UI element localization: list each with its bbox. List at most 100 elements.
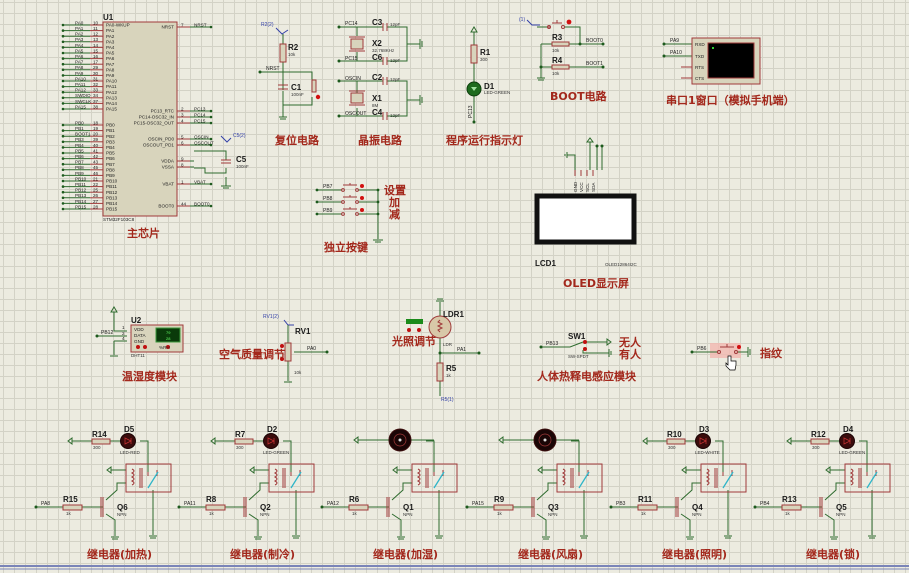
mcu-pin-num: 9: [181, 156, 184, 161]
oled-screen[interactable]: [534, 193, 637, 245]
terminal-screen[interactable]: [707, 42, 755, 79]
oled-display[interactable]: GND VCC SCL SDA LCD1 OLED12864I2C: [534, 137, 638, 268]
junction-dot: [61, 107, 65, 111]
mcu-net-label: PC13: [194, 106, 206, 111]
dht-hum-button[interactable]: [166, 345, 170, 349]
mcu-pin-num: 25: [93, 188, 99, 193]
air-pot-rv1[interactable]: RV1(2) RV1 10k PA0: [263, 314, 329, 383]
mcu-net-label: PA10: [75, 76, 86, 81]
relay-modules: R151kQ6NPNPA8继电器(加热)R14300D5LED-REDR81kQ…: [34, 425, 891, 561]
cap-c5[interactable]: C5 100nF C5(2): [194, 133, 249, 189]
mcu-pin-name: PA11: [106, 84, 117, 89]
mcu-net-label: PB11: [75, 182, 86, 187]
run-led-title: 程序运行指示灯: [446, 133, 523, 147]
junction-dot: [61, 85, 65, 88]
ldr-value-display: [406, 319, 423, 324]
junction-dot: [209, 143, 213, 147]
junction-dot: [61, 34, 65, 38]
transistor-base-bar: [675, 497, 679, 517]
led-type: LED-GREEN: [263, 450, 289, 455]
relay-body[interactable]: [700, 463, 747, 493]
relay-body[interactable]: [556, 463, 603, 493]
base-resistor-value: 1k: [66, 511, 72, 516]
junction-dot: [315, 188, 319, 192]
key-button-PB8[interactable]: [360, 196, 364, 200]
junction-dot: [61, 157, 65, 160]
dht-temp-down[interactable]: [136, 345, 140, 349]
mcu-pin-name: OSCOUT_PD1: [143, 143, 175, 148]
rv1-down[interactable]: [280, 357, 284, 361]
reset-circuit[interactable]: R2(2) R2 10k C1 100nF NRST: [258, 22, 321, 120]
hand-cursor-icon: [725, 355, 737, 371]
relay-coil-icon: [705, 468, 733, 488]
relay-body[interactable]: [125, 463, 172, 493]
relay-net: PB3: [616, 501, 626, 507]
relay-body[interactable]: [844, 463, 891, 493]
mcu-pin-num: 6: [181, 140, 184, 145]
key-label: 设置: [384, 183, 406, 197]
rv1-up[interactable]: [280, 344, 284, 348]
sw1-part: SW-SPDT: [568, 354, 589, 359]
junction-dot: [61, 179, 65, 183]
relay-body[interactable]: [411, 463, 458, 493]
uart-terminal[interactable]: RXD TXD RTS CTS PA9 PA10: [662, 37, 761, 85]
load-resistor: [810, 438, 830, 445]
x2-value: 32.768KHz: [372, 48, 395, 53]
junction-dot: [315, 200, 319, 204]
pir-option-present[interactable]: [583, 347, 587, 351]
pir-option-none[interactable]: [583, 340, 587, 344]
transistor-type: NPN: [117, 512, 127, 517]
dht11-sensor[interactable]: 79 28 VDD DATA GND 1 2 4 %RH U2 DHT11 PB…: [95, 306, 184, 358]
ldr-up[interactable]: [417, 328, 421, 332]
mcu-body[interactable]: [102, 21, 178, 217]
base-resistor-value: 1k: [352, 511, 358, 516]
junction-dot: [465, 505, 469, 509]
pir-switch-sw1[interactable]: SW1 SW-SPDT PB13 无人 有人: [539, 332, 642, 361]
relay-body[interactable]: [268, 463, 315, 493]
mcu-pin-num: 37: [93, 99, 99, 104]
relay-net: PA15: [472, 501, 484, 507]
oled-pin-vcc: VCC: [579, 182, 584, 192]
key-button-PB7[interactable]: [360, 184, 364, 188]
mcu-pin-num: 40: [93, 143, 99, 148]
relay-coil-icon: [130, 468, 158, 488]
mcu-pin-name: PB15: [106, 207, 118, 212]
mcu-pin-num: 42: [93, 154, 99, 159]
mcu-ref: U1: [103, 13, 114, 22]
fingerprint-button[interactable]: PB6: [690, 343, 751, 371]
relay-title: 继电器(风扇): [518, 547, 583, 561]
led-ref: D5: [124, 425, 135, 434]
junction-dot: [61, 168, 65, 172]
base-resistor-value: 1k: [641, 511, 647, 516]
ldr-down[interactable]: [407, 328, 411, 332]
transistor-base-bar: [100, 497, 104, 517]
reset-net: NRST: [266, 66, 280, 72]
junction-dot: [209, 109, 213, 113]
light-ldr[interactable]: LDR1 LDR R5 1k PA1 R5(1): [406, 298, 481, 403]
mcu-net-label: PA11: [75, 82, 86, 87]
mcu-pin-num: 39: [93, 137, 99, 142]
dht-temp-up[interactable]: [143, 345, 147, 349]
c4-value: 12pF: [390, 113, 401, 118]
junction-dot: [61, 185, 65, 188]
junction-dot: [376, 188, 380, 192]
relay-wiring: [322, 440, 443, 540]
pir-title: 人体热释电感应模块: [537, 369, 637, 383]
key-button-PB9[interactable]: [360, 208, 364, 212]
mcu-net-label: PA4: [75, 43, 84, 48]
junction-dot: [753, 505, 757, 509]
mcu-pin-name: PA15: [106, 107, 117, 112]
relay-coil-icon: [561, 468, 589, 488]
run-led-circuit[interactable]: R1 300 D1 LED-GREEN PC13: [466, 26, 510, 124]
